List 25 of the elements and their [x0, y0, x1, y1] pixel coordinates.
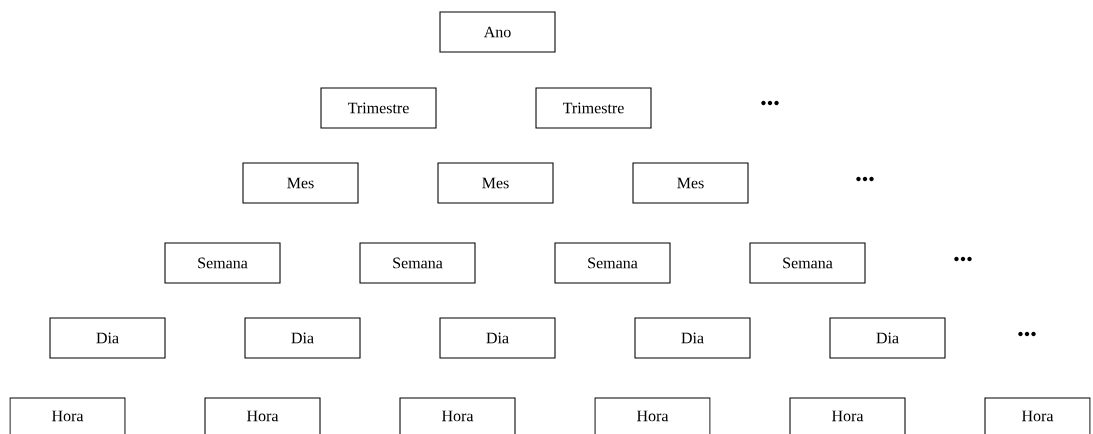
label-box: Mes [632, 162, 749, 204]
label-box: Semana [749, 242, 866, 284]
label-box: Mes [242, 162, 359, 204]
label-box: Trimestre [535, 87, 652, 129]
label-box: Dia [829, 317, 946, 359]
label-box: Dia [439, 317, 556, 359]
label-box: Semana [359, 242, 476, 284]
label-box: Semana [554, 242, 671, 284]
label-box: Hora [984, 397, 1091, 434]
label-box: Dia [49, 317, 166, 359]
ellipsis: ••• [856, 176, 874, 182]
label-box: Mes [437, 162, 554, 204]
label-box: Hora [789, 397, 906, 434]
label-box: Hora [204, 397, 321, 434]
label-box: Ano [439, 11, 556, 53]
ellipsis: ••• [761, 100, 779, 106]
ellipsis: ••• [954, 256, 972, 262]
label-box: Hora [399, 397, 516, 434]
label-box: Dia [634, 317, 751, 359]
label-box: Hora [594, 397, 711, 434]
label-box: Semana [164, 242, 281, 284]
ellipsis: ••• [1018, 331, 1036, 337]
label-box: Hora [9, 397, 126, 434]
label-box: Trimestre [320, 87, 437, 129]
label-box: Dia [244, 317, 361, 359]
